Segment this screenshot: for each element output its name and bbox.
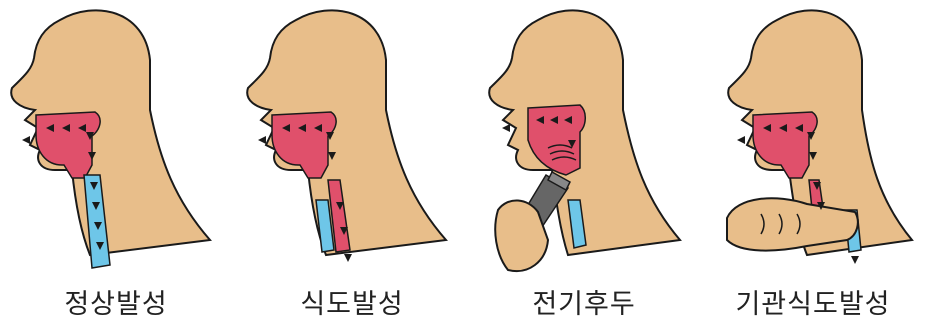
panel-electrolarynx: 전기후두 bbox=[468, 0, 700, 323]
head-profile-illustration bbox=[236, 0, 468, 280]
panel-normal-voice: 정상발성 bbox=[0, 0, 232, 323]
panel-tracheoesophageal-speech: 기관식도발성 bbox=[697, 0, 929, 323]
caption-normal-voice: 정상발성 bbox=[0, 282, 232, 321]
caption-electrolarynx: 전기후두 bbox=[468, 282, 700, 321]
caption-esophageal-speech: 식도발성 bbox=[236, 282, 468, 321]
head-profile-illustration bbox=[0, 0, 232, 280]
panel-esophageal-speech: 식도발성 bbox=[236, 0, 468, 323]
head-profile-illustration bbox=[697, 0, 929, 280]
head-profile-illustration bbox=[468, 0, 700, 280]
caption-tracheoesophageal-speech: 기관식도발성 bbox=[697, 282, 929, 321]
